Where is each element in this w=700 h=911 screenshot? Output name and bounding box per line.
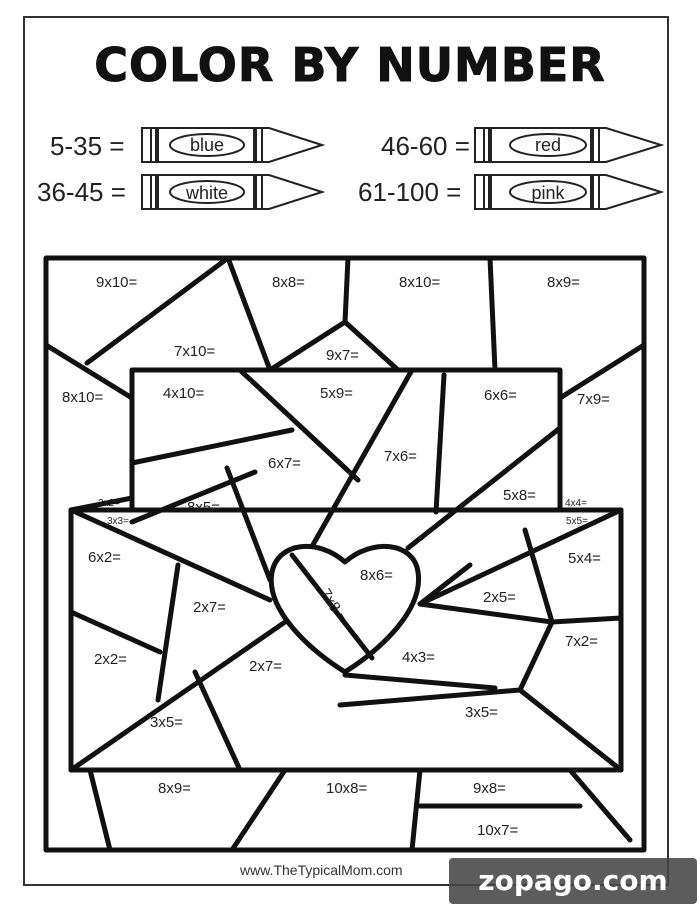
key-range-white: 36-45 = (37, 177, 126, 207)
cell-label: 6x2= (88, 549, 121, 566)
crayon-label-blue: blue (189, 135, 225, 155)
cell-label: 5x5= (566, 516, 588, 527)
cell-label: 2x5= (483, 589, 516, 606)
crayon-label-white: white (185, 183, 229, 203)
cell-label: 10x7= (477, 822, 519, 839)
cell-label: 3x3= (107, 516, 129, 527)
cell-label: 2x2= (98, 498, 120, 509)
key-range-red: 46-60 = (381, 131, 470, 161)
crayon-icon (474, 174, 664, 210)
cell-label: 3x5= (465, 704, 498, 721)
cell-label: 4x4= (565, 498, 587, 509)
cell-label: 9x8= (473, 780, 506, 797)
cell-label: 9x7= (326, 347, 359, 364)
cell-label: 2x7= (193, 599, 226, 616)
cell-label: 7x10= (174, 343, 216, 360)
cell-label: 8x6= (360, 567, 393, 584)
cell-label: 2x7= (249, 658, 282, 675)
crayon-icon (141, 174, 325, 210)
cell-label: 2x2= (94, 651, 127, 668)
cell-label: 4x10= (163, 385, 205, 402)
cell-label: 8x10= (62, 389, 104, 406)
cell-label: 10x8= (326, 780, 368, 797)
cell-label: 8x9= (547, 274, 580, 291)
cell-label: 5x4= (568, 550, 601, 567)
cell-label: 8x9= (158, 780, 191, 797)
cell-label: 9x10= (96, 274, 138, 291)
cell-label: 8x8= (272, 274, 305, 291)
watermark: zopago.com (449, 858, 697, 904)
cell-label: 7x2= (565, 633, 598, 650)
key-range-blue: 5-35 = (50, 131, 125, 161)
crayon-icon (474, 127, 664, 163)
crayon-icon (141, 127, 325, 163)
cell-label: 8x10= (399, 274, 441, 291)
page-title: COLOR BY NUMBER (94, 38, 606, 93)
cell-label: 5x8= (503, 487, 536, 504)
crayon-label-red: red (534, 135, 561, 155)
cell-label: 3x5= (150, 714, 183, 731)
cell-label: 4x3= (402, 649, 435, 666)
footer-url[interactable]: www.TheTypicalMom.com (240, 862, 403, 878)
cell-label: 7x9= (577, 391, 610, 408)
cell-label: 5x9= (320, 385, 353, 402)
key-range-pink: 61-100 = (358, 177, 462, 207)
cell-label: 6x6= (484, 387, 517, 404)
cell-label: 8x5= (187, 499, 220, 516)
cell-label: 6x7= (268, 455, 301, 472)
crayon-label-pink: pink (531, 183, 565, 203)
cell-label: 7x6= (384, 448, 417, 465)
